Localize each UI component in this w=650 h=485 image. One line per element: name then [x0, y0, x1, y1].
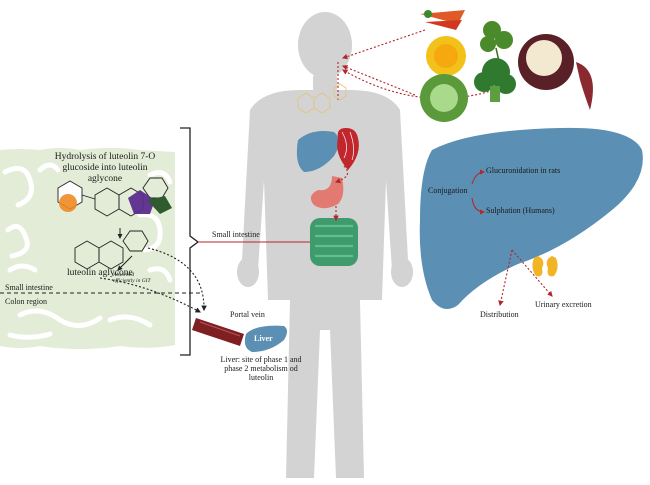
intestinal-folds	[2, 162, 173, 340]
liver-organ-icon	[296, 131, 339, 172]
heart-to-stomach-arrow	[334, 165, 349, 184]
food-to-mouth-arrow-2	[341, 65, 416, 96]
absorbed-note: Absorbed efficiently in GIT	[113, 272, 151, 285]
human-body-silhouette	[237, 12, 413, 478]
colon-region-label: Colon region	[5, 297, 47, 306]
stomach-icon	[310, 176, 344, 209]
glucose-highlight	[59, 194, 77, 212]
portal-vein-icon	[192, 318, 244, 346]
large-liver-icon	[419, 127, 643, 309]
distribution-arrow	[498, 249, 513, 307]
gut-panel-title: Hydrolysis of luteolin 7-O glucoside int…	[54, 152, 156, 184]
sulphation-label: Sulphation (Humans)	[486, 206, 555, 215]
aglycone-to-portal-arrow	[147, 247, 207, 312]
small-liver-icon	[244, 325, 287, 352]
apple-peel-icon	[518, 34, 593, 110]
kidney-icon	[532, 256, 558, 277]
urinary-excretion-label: Urinary excretion	[535, 300, 592, 309]
gut-small-intestine-label: Small intestine	[5, 283, 53, 292]
small-liver-label: Liver	[254, 334, 273, 343]
intestine-icon	[310, 218, 358, 266]
molecule-icon	[297, 83, 347, 114]
body-small-intestine-label: Small intestine	[212, 230, 260, 239]
luteolin-aglycone-label: luteolin aglycone	[67, 268, 133, 278]
luteolin-aglycone-molecule	[74, 230, 149, 270]
liver-caption: Liver: site of phase 1 and phase 2 metab…	[220, 355, 302, 383]
liver-arrow-glucuronidation	[471, 169, 485, 185]
food-to-mouth-arrow-1	[341, 29, 426, 60]
portal-vein-label: Portal vein	[230, 310, 265, 319]
marigold-icon	[426, 36, 466, 76]
cabbage-icon	[420, 74, 468, 122]
carrots-icon	[420, 10, 465, 30]
green-highlight	[147, 196, 172, 214]
broccoli-icon	[474, 58, 516, 102]
liver-arrow-sulphation	[471, 197, 485, 215]
distribution-label: Distribution	[480, 310, 519, 319]
heart-icon	[337, 128, 359, 170]
purple-highlight	[128, 190, 155, 214]
absorption-arrow	[117, 255, 133, 271]
glucuronidation-label: Glucuronidation in rats	[486, 166, 561, 175]
conjugation-label: Conjugation	[428, 186, 468, 195]
parsley-icon	[480, 21, 513, 67]
